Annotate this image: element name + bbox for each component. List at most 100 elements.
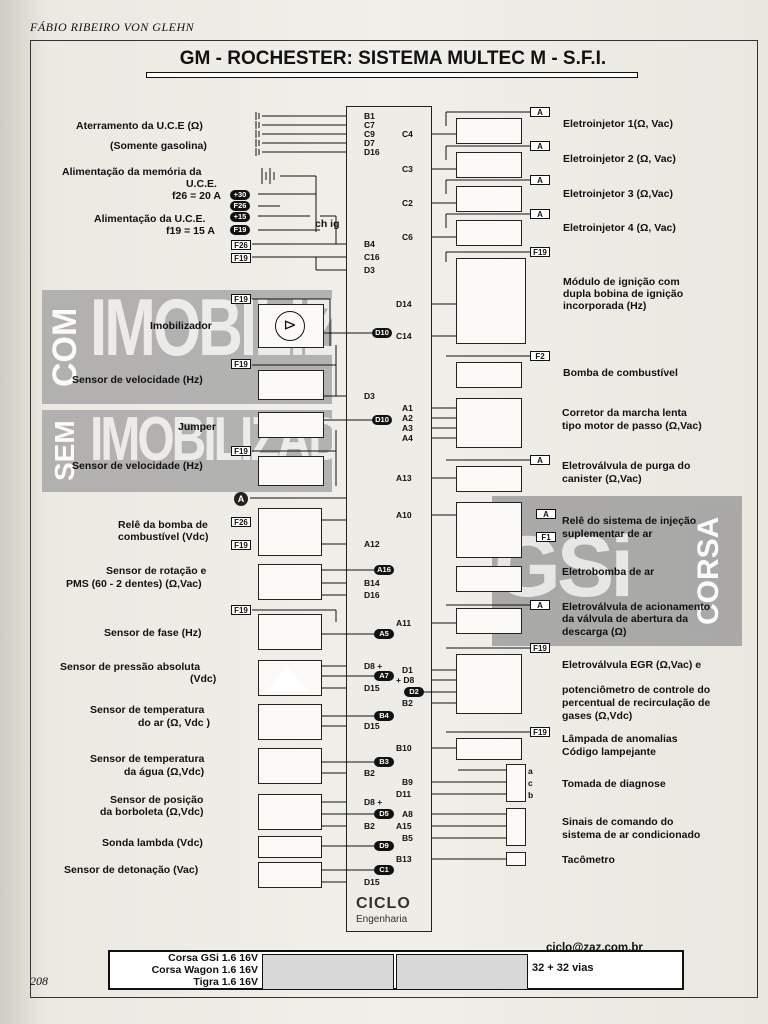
ecu-pin-a8: A8 <box>402 809 413 819</box>
label-immobilizer: Imobilizador <box>150 320 212 332</box>
jumper-component <box>258 412 324 438</box>
rpm-sensor-component <box>258 564 322 600</box>
pin-oval-b3: B3 <box>374 757 394 767</box>
label-egr-3: percentual de recirculação de <box>562 697 711 709</box>
ecu-brand-name: CICLO <box>356 895 411 912</box>
ecu-pin-d14: D14 <box>396 299 412 309</box>
label-idle-1: Corretor da marcha lenta <box>562 407 687 419</box>
idle-motor-component <box>456 398 522 448</box>
diagnosis-connector <box>506 764 526 802</box>
label-knock: Sensor de detonação (Vac) <box>64 864 199 876</box>
label-diagnosis: Tomada de diagnose <box>562 778 666 790</box>
label-water-temp-1: Sensor de temperatura <box>90 753 205 765</box>
label-tachometer: Tacômetro <box>562 854 615 866</box>
ecu-pin-d16: D16 <box>364 147 380 157</box>
label-egr-1: Eletroválvula EGR (Ω,Vac) e <box>562 659 702 671</box>
warning-lamp-component <box>456 738 522 760</box>
label-phase-sensor: Sensor de fase (Hz) <box>104 627 202 639</box>
tag-a-relay: A <box>536 509 556 519</box>
label-injector-3: Eletroinjetor 3 (Ω,Vac) <box>563 188 673 200</box>
ecu-pin-a1: A1 <box>402 403 413 413</box>
ecu-pin-d3-a: D3 <box>364 265 375 275</box>
ecu-pin-b1: B1 <box>364 111 375 121</box>
footer-model-2: Corsa Wagon 1.6 16V <box>151 964 258 976</box>
ecu-pin-d7: D7 <box>364 138 375 148</box>
label-air-relay-1: Relê do sistema de injeção <box>562 515 697 527</box>
ecu-pin-c16: C16 <box>364 252 380 262</box>
ignition-module-component <box>456 258 526 344</box>
ecu-pin-d8-a: D8 + <box>364 661 383 671</box>
pin-oval-a5: A5 <box>374 629 394 639</box>
title-underline <box>146 72 638 78</box>
triangle-icon <box>267 665 307 691</box>
label-fuel-pump: Bomba de combustível <box>563 367 678 379</box>
diagram-frame <box>30 40 758 998</box>
pin-oval-d10-a: D10 <box>372 328 392 338</box>
injector-3-component <box>456 186 522 212</box>
ecu-pin-b9: B9 <box>402 777 413 787</box>
label-purge-1: Eletroválvula de purga do <box>562 460 691 472</box>
label-ac-2: sistema de ar condicionado <box>562 829 701 841</box>
ecu-pin-c4: C4 <box>402 129 413 139</box>
tag-f26-oval: F26 <box>230 201 250 211</box>
pin-oval-d10-b: D10 <box>372 415 392 425</box>
tag-f1-relay: F1 <box>536 532 556 542</box>
label-ac-1: Sinais de comando do <box>562 816 674 828</box>
tag-f2-pump: F2 <box>530 351 550 361</box>
purge-valve-component <box>456 466 522 492</box>
transistor-icon: ⊳ <box>275 311 305 341</box>
ecu-pin-d8-r: + D8 <box>396 675 415 685</box>
node-a-left: A <box>234 492 248 506</box>
diag-pin-a: a <box>528 766 533 776</box>
ecu-pin-d1: D1 <box>402 665 413 675</box>
pin-oval-d9: D9 <box>374 841 394 851</box>
ecu-pin-c6: C6 <box>402 232 413 242</box>
injector-1-component <box>456 118 522 144</box>
tag-f19-ignition: F19 <box>530 247 550 257</box>
ecu-pin-b4: B4 <box>364 239 375 249</box>
label-lamp-1: Lâmpada de anomalias <box>562 733 678 745</box>
tag-f19-speed-2: F19 <box>231 446 251 456</box>
knock-sensor-component <box>258 862 322 888</box>
diag-pin-c: c <box>528 778 533 788</box>
ecu-pin-d11: D11 <box>396 789 412 799</box>
footer-model-3: Tigra 1.6 16V <box>193 976 258 988</box>
water-temp-sensor-component <box>258 748 322 784</box>
tag-a-inj3: A <box>530 175 550 185</box>
air-pump-component <box>456 566 522 592</box>
discharge-valve-component <box>456 608 522 634</box>
label-pump-relay-1: Relê da bomba de <box>118 519 208 531</box>
label-lamp-2: Código lampejante <box>562 746 656 758</box>
tag-plus15: +15 <box>230 212 250 222</box>
footer-model-1: Corsa GSi 1.6 16V <box>168 952 258 964</box>
label-memory-power-2: U.C.E. <box>186 178 217 190</box>
label-gasoline: (Somente gasolina) <box>110 140 207 152</box>
ecu-pin-a11: A11 <box>396 618 412 628</box>
label-ignition-switch: ch ig <box>315 218 340 230</box>
ecu-pin-d3-b: D3 <box>364 391 375 401</box>
speed-sensor-2-component <box>258 456 324 486</box>
ecu-pin-d15-a: D15 <box>364 683 380 693</box>
injector-2-component <box>456 152 522 178</box>
ecu-pin-c2: C2 <box>402 198 413 208</box>
label-air-pump: Eletrobomba de ar <box>562 566 655 578</box>
map-sensor-component <box>258 660 322 696</box>
label-memory-fuse: f26 = 20 A <box>172 190 221 202</box>
pin-oval-d5: D5 <box>374 809 394 819</box>
ecu-pin-a13: A13 <box>396 473 412 483</box>
tag-a-inj2: A <box>530 141 550 151</box>
pin-oval-a7: A7 <box>374 671 394 681</box>
connector-drawing-2 <box>396 954 528 990</box>
speed-sensor-1-component <box>258 370 324 400</box>
ecu-pin-b10: B10 <box>396 743 412 753</box>
egr-valve-component <box>456 654 522 714</box>
label-egr-4: gases (Ω,Vdc) <box>562 710 633 722</box>
air-temp-sensor-component <box>258 704 322 740</box>
ecu-pin-d8-b: D8 + <box>364 797 383 807</box>
ecu-pin-b2-b: B2 <box>364 821 375 831</box>
label-jumper: Jumper <box>178 421 216 433</box>
page-title: GM - ROCHESTER: SISTEMA MULTEC M - S.F.I… <box>179 48 607 69</box>
label-air-temp-1: Sensor de temperatura <box>90 704 205 716</box>
tag-plus30: +30 <box>230 190 250 200</box>
